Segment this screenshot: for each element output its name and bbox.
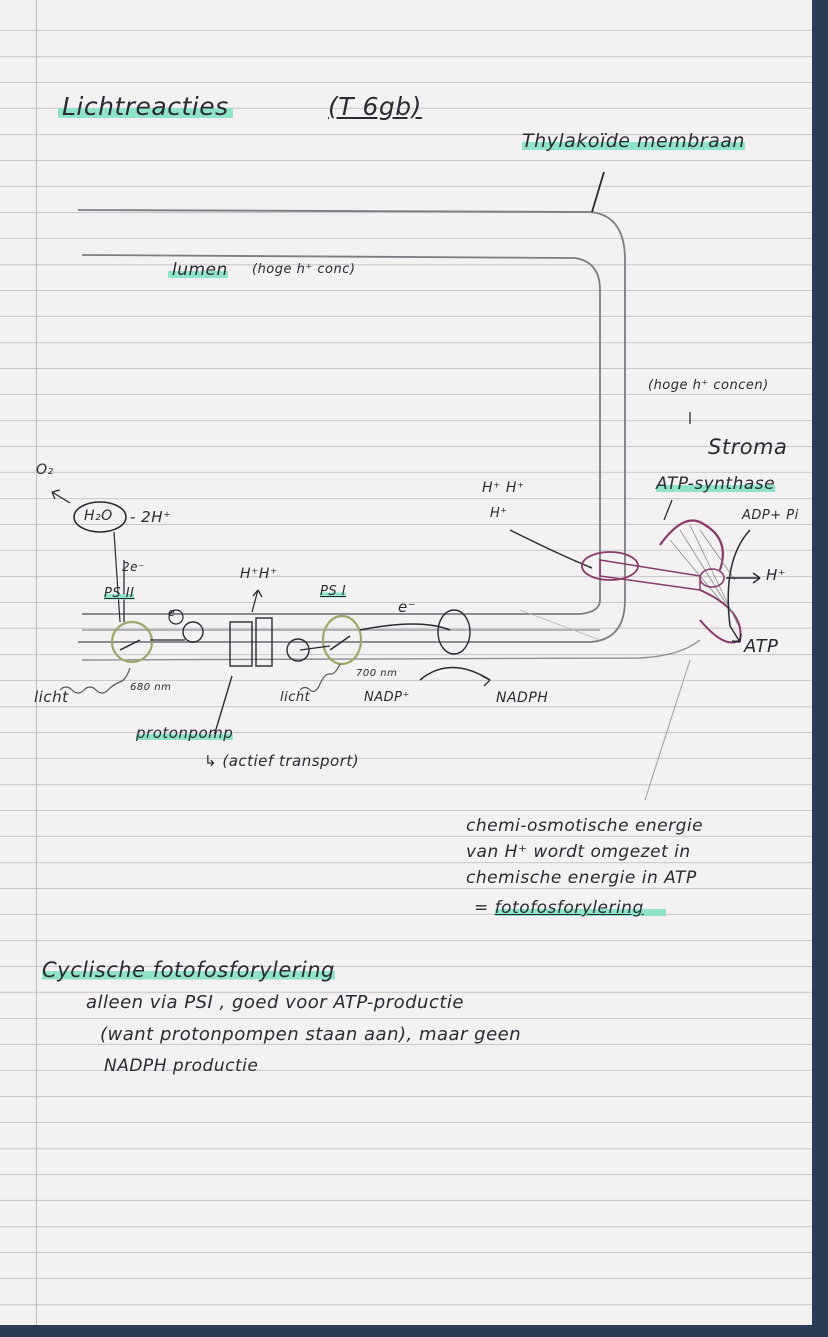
- carrier-e-circle: [168, 609, 184, 625]
- stroma-note: (hoge h⁺ concen): [648, 378, 769, 393]
- membrane-label: Thylakoïde membraan: [522, 130, 745, 152]
- lumen-label: lumen: [168, 260, 228, 280]
- cyclic-line-2: (want protonpompen staan aan), maar geen: [100, 1024, 522, 1045]
- chemiosmotic-line-3: chemische energie in ATP: [466, 868, 697, 888]
- o2-label: O₂: [36, 462, 54, 478]
- carrier-plastoquinone: [182, 621, 204, 643]
- minus-2h-label: - 2H⁺: [130, 508, 172, 526]
- light-1-wave-icon: [59, 667, 131, 694]
- e-minus-label-2: e⁻: [398, 598, 417, 616]
- h2o-label: H₂O: [84, 508, 113, 524]
- e-minus-label-1: e⁻: [168, 606, 182, 619]
- h2o-circle: [73, 501, 127, 533]
- h-plus-out-arrow: [726, 572, 761, 584]
- chemiosmotic-line-4: = fotofosforylering: [474, 898, 666, 918]
- nadp-label: NADP⁺: [364, 690, 410, 705]
- page-title: Lichtreacties: [58, 92, 233, 121]
- nadph-arrowhead-icon: [481, 675, 491, 687]
- pencil-line-1: [644, 659, 691, 801]
- wavelength-1: 680 nm: [130, 682, 172, 693]
- h-plus-pair-1: H⁺ H⁺: [482, 480, 525, 496]
- active-transport-label: ↳ (actief transport): [204, 752, 360, 770]
- lumen-note: (hoge h⁺ conc): [252, 262, 356, 277]
- e-flow-arrow-2: [299, 645, 331, 651]
- ps2-complex: [110, 620, 154, 664]
- carrier-plastocyanin: [286, 638, 310, 662]
- light-reactions-diagram: [51, 171, 761, 801]
- light-2-wave-icon: [299, 663, 341, 693]
- membrane-inner-line: [81, 254, 601, 615]
- h2o-to-ps2-line: [113, 531, 121, 623]
- cyclic-line-1: alleen via PSI , goed voor ATP-productie: [86, 992, 464, 1013]
- pencil-line-2: [519, 609, 601, 641]
- nadph-label: NADPH: [496, 690, 549, 706]
- adp-arrow: [727, 529, 751, 627]
- page-reference: (T 6gb): [328, 92, 422, 121]
- cyclic-line-3: NADPH productie: [104, 1056, 259, 1076]
- light-2-label: licht: [280, 690, 311, 705]
- membrane-lower-line-2: [81, 639, 701, 661]
- membrane-label-pointer: [591, 171, 605, 213]
- chemiosmotic-line-1: chemi-osmotische energie: [466, 816, 704, 836]
- adp-pi-label: ADP+ Pi: [742, 508, 799, 523]
- margin-line: [36, 0, 37, 1325]
- proton-pump-shape: [229, 621, 253, 667]
- h-plus-single: H⁺: [490, 506, 508, 521]
- ps2-arrow: [119, 639, 141, 651]
- proton-pump-shape-2: [255, 617, 273, 667]
- fotofosforylering-term: fotofosforylering: [494, 898, 666, 918]
- ps2-label: PS II: [104, 586, 135, 601]
- cyclic-heading: Cyclische fotofosforylering: [42, 958, 335, 982]
- stroma-label: Stroma: [708, 435, 788, 459]
- proton-pump-label: protonpomp: [136, 724, 234, 742]
- electron-flow-arrow: [359, 623, 451, 631]
- ps1-label: PS I: [320, 584, 347, 599]
- atp-synthase-label: ATP-synthase: [656, 474, 776, 494]
- atp-synthase-label-pointer: [663, 499, 673, 521]
- nadp-reductase: [437, 609, 471, 655]
- atp-label: ATP: [744, 636, 779, 657]
- ps1-arrow: [329, 635, 351, 651]
- proton-pump-arrow-icon: [251, 589, 263, 613]
- atp-synthase: [581, 519, 742, 644]
- wavelength-2: 700 nm: [356, 668, 398, 679]
- o2-arrow-icon: [51, 489, 71, 504]
- h-plus-out-label: H⁺: [766, 566, 787, 584]
- h-plus-arrow: [509, 529, 593, 569]
- atp-arrowhead-icon: [729, 625, 742, 643]
- equals-sign: =: [474, 898, 495, 918]
- nadph-arrow: [419, 666, 491, 681]
- light-1-label: licht: [34, 688, 69, 706]
- two-e-label: 2e⁻: [122, 560, 145, 574]
- notebook-page: Lichtreacties (T 6gb) Thylakoïde membraa…: [0, 0, 812, 1325]
- ps1-complex: [321, 614, 363, 666]
- membrane-outer-line: [77, 209, 626, 643]
- chemiosmotic-line-2: van H⁺ wordt omgezet in: [466, 842, 691, 862]
- h-plus-pair-2: H⁺H⁺: [240, 566, 278, 582]
